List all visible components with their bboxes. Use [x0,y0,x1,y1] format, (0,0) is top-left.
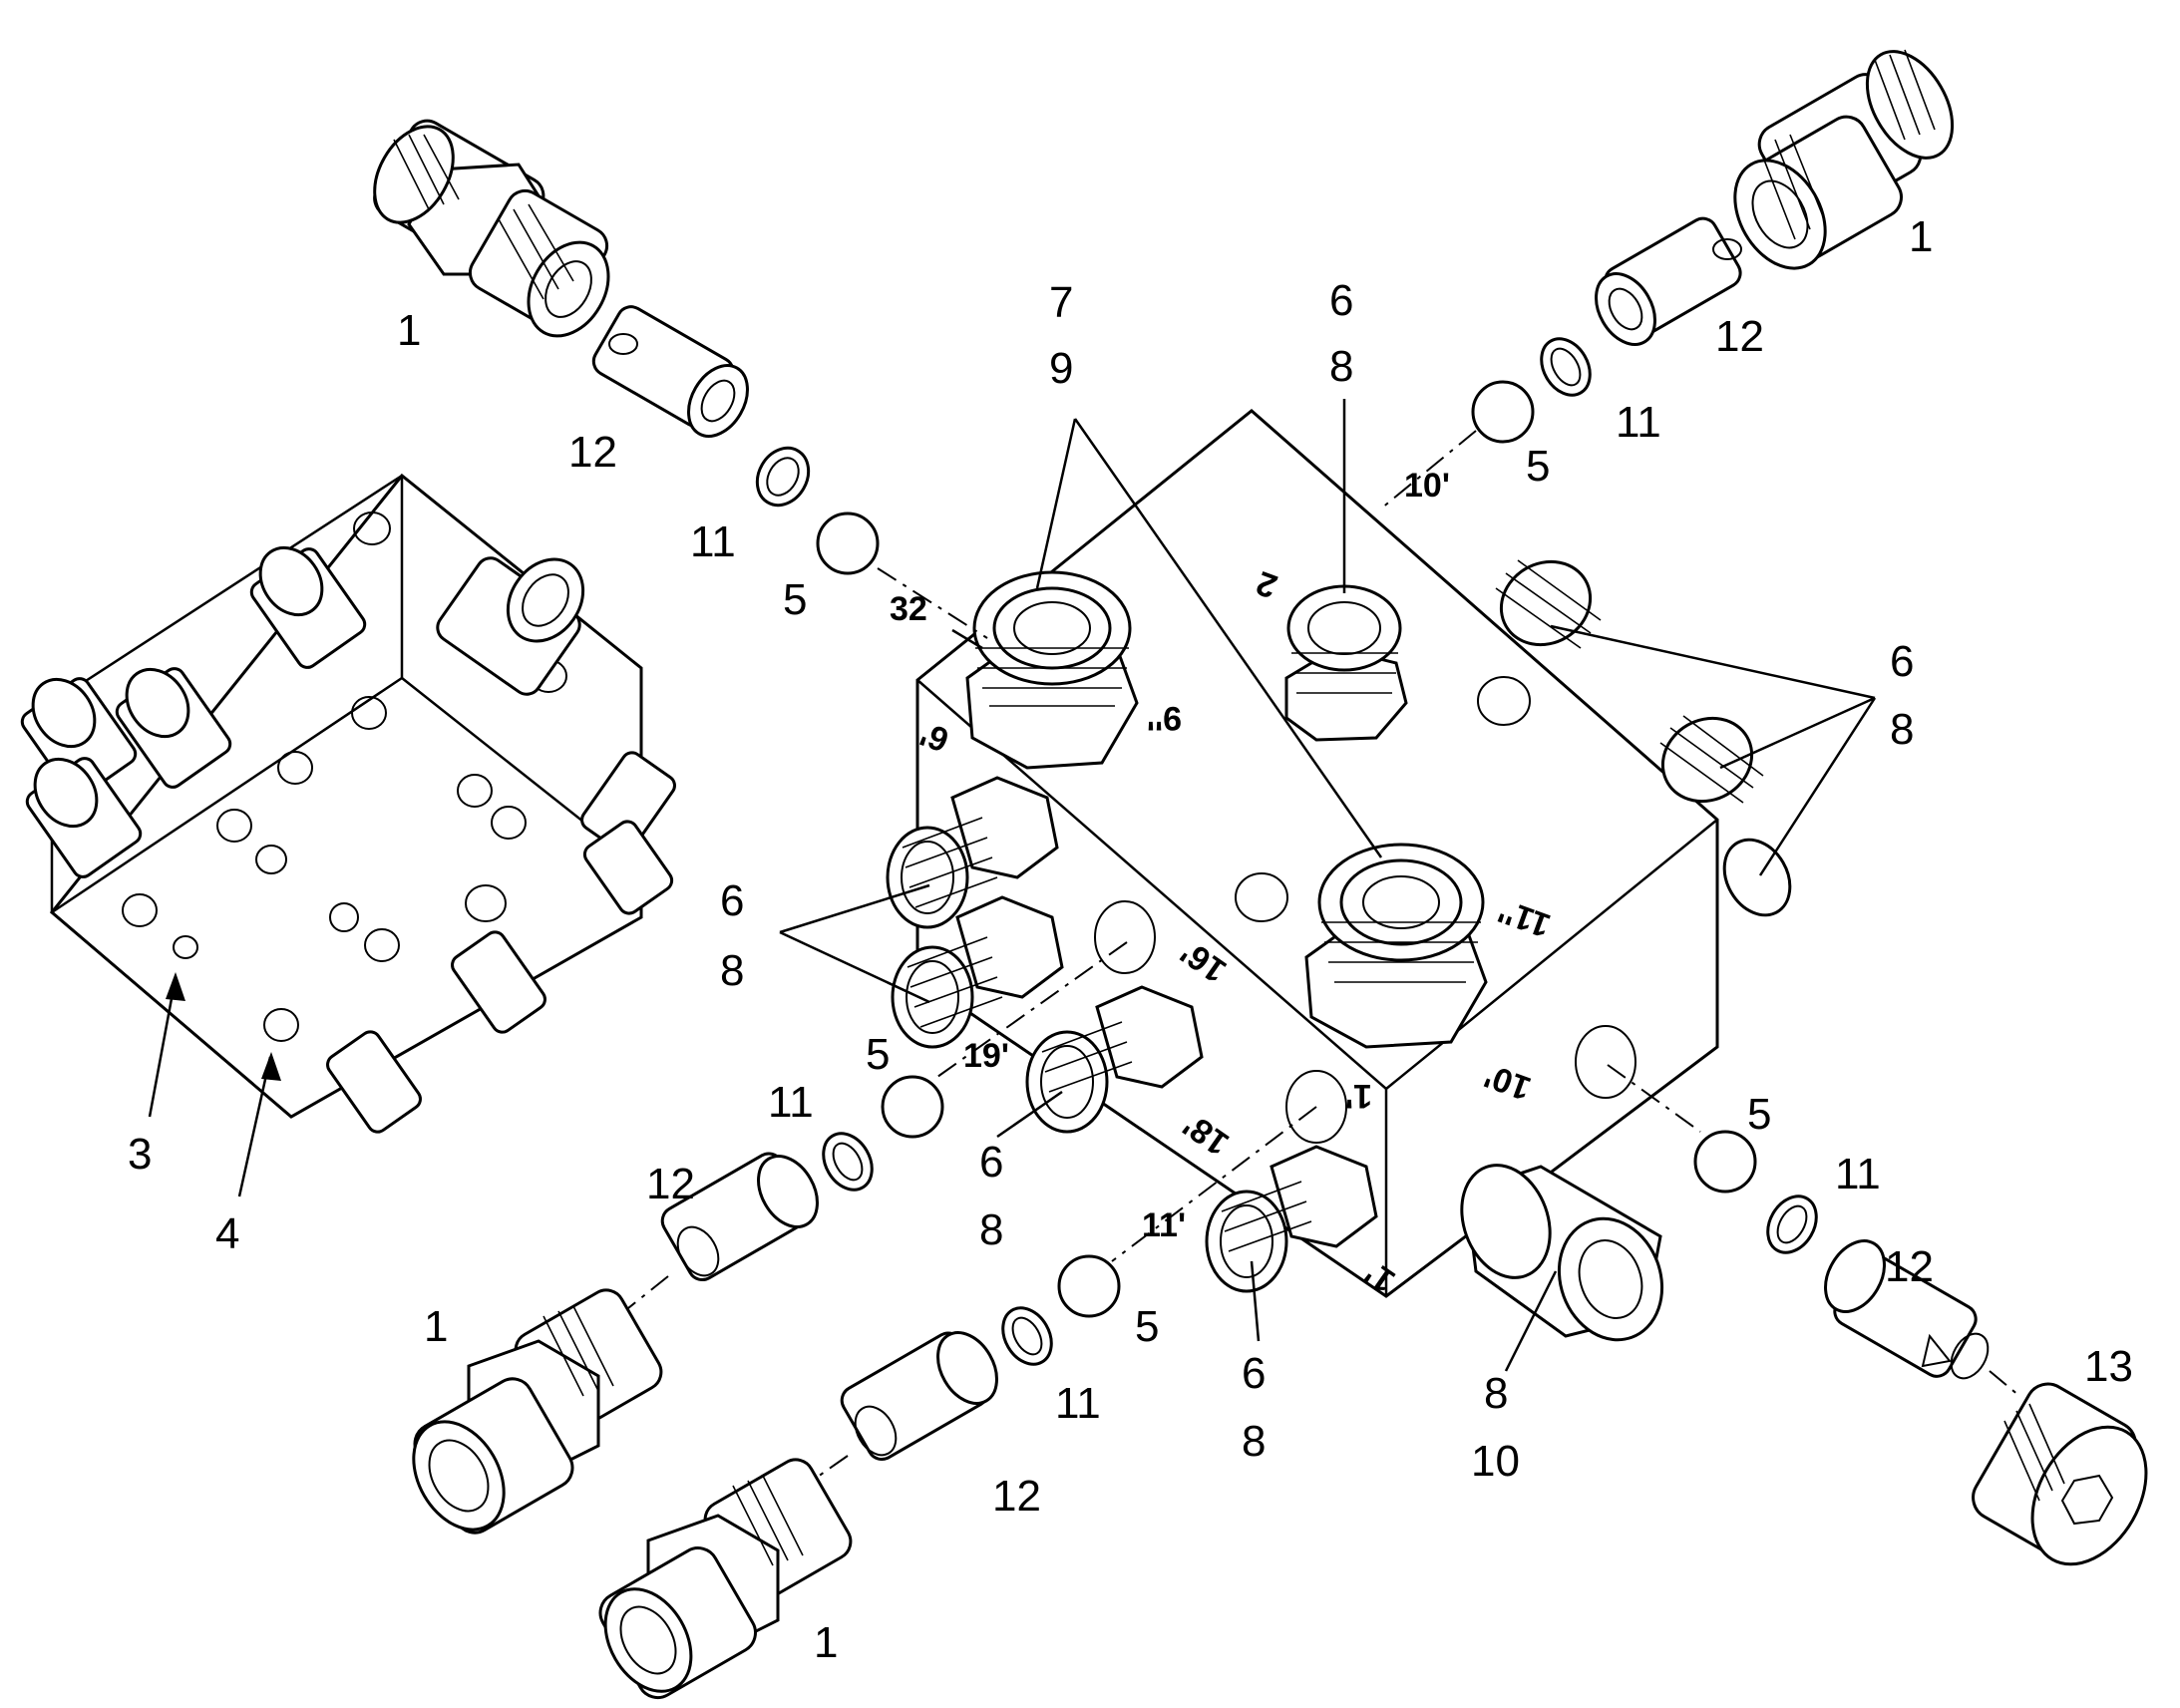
ball-5 [816,512,880,575]
port-label-9: 9'' [1147,699,1182,737]
callout-6-mid: 6 [979,1138,1003,1187]
callout-5-mid-left: 5 [866,1030,890,1079]
callout-11-right: 11 [1835,1150,1881,1198]
fitting-1-left-middle [412,1288,663,1535]
front-fitting-1 [1205,1145,1378,1293]
callout-5-top-right: 5 [1526,442,1550,491]
callout-6-top: 6 [1329,276,1353,325]
port-label-19: 19' [963,1037,1009,1075]
callout-7: 7 [1049,278,1073,327]
chain-top-right [1380,49,1955,510]
o-ring-11 [1001,1306,1053,1366]
callout-8-mid: 8 [979,1205,1003,1254]
callout-6-bottom: 6 [1242,1349,1266,1398]
callout-11-top-left: 11 [690,517,736,566]
callout-5-bottom: 5 [1135,1302,1159,1351]
ball-5 [1057,1254,1121,1318]
chain-right [1607,1064,2148,1566]
cartridge-12-top-right [1595,216,1742,346]
callout-12-top-left: 12 [568,428,617,477]
leader-lines [779,399,1877,1372]
port-fitting-9 [965,570,1139,770]
callout-1-bottom-left: 1 [424,1302,448,1351]
callout-11-top-right: 11 [1616,398,1661,447]
cartridge-12-top-left [591,305,749,438]
ball-5 [1471,380,1535,444]
o-ring-11 [1766,1195,1818,1254]
callout-numbers: 1 12 11 5 7 9 6 8 1 12 11 5 6 8 6 8 3 4 … [128,212,2133,1667]
plug-13 [1972,1382,2148,1566]
side-fittings-right [1495,559,1792,917]
callout-8-top: 8 [1329,342,1353,391]
port-label-10: 10' [1404,467,1450,505]
o-ring-11 [1540,337,1592,397]
callout-11-mid-left: 11 [768,1078,814,1127]
chain-top-left [373,119,988,639]
callout-4: 4 [215,1209,239,1258]
port-fitting-2 [1284,584,1408,742]
callout-8-right: 8 [1890,705,1914,754]
callout-8-left: 8 [720,946,744,995]
cartridge-12-left-middle [660,1152,819,1282]
callout-13: 13 [2084,1342,2133,1391]
side-fittings-left [886,776,1064,1049]
chain-left-middle [412,941,1128,1535]
cartridge-12-right [1824,1239,1990,1380]
ball-5 [1693,1130,1757,1194]
main-valve-block [886,409,1792,1342]
callout-11-bottom: 11 [1055,1379,1101,1428]
callout-3: 3 [128,1130,152,1179]
chain-bottom [598,1106,1317,1700]
callout-12-mid-left: 12 [646,1160,695,1208]
callout-5-top-left: 5 [783,575,807,624]
front-fitting-16 [1025,985,1204,1134]
callout-10: 10 [1471,1437,1520,1486]
callout-9: 9 [1049,344,1073,393]
callout-8-sleeve: 8 [1484,1369,1508,1418]
o-ring-11 [755,446,811,508]
sleeve-part [1460,1164,1664,1342]
port-label-11: 11' [1142,1206,1186,1244]
arrow-leaders-3-4 [148,972,281,1197]
port-label-1a: 1' [1345,1077,1372,1115]
fitting-1-bottom [598,1458,853,1700]
o-ring-11 [822,1132,874,1192]
port-label-32: 32 [890,590,927,628]
callout-5-right: 5 [1747,1090,1771,1139]
cartridge-12-bottom [840,1331,998,1462]
callout-6-right: 6 [1890,637,1914,686]
left-valve-block [20,473,676,1134]
callout-8-bottom: 8 [1242,1417,1266,1466]
callout-12-right: 12 [1885,1242,1934,1291]
ball-5 [881,1075,944,1139]
callout-6-left: 6 [720,876,744,925]
callout-1-top-right: 1 [1909,212,1933,261]
callout-1-bottom: 1 [814,1618,838,1667]
callout-1-top-left: 1 [397,306,421,355]
callout-12-bottom: 12 [992,1472,1041,1521]
callout-12-top-right: 12 [1715,312,1764,361]
port-fitting-11 [1304,843,1488,1049]
